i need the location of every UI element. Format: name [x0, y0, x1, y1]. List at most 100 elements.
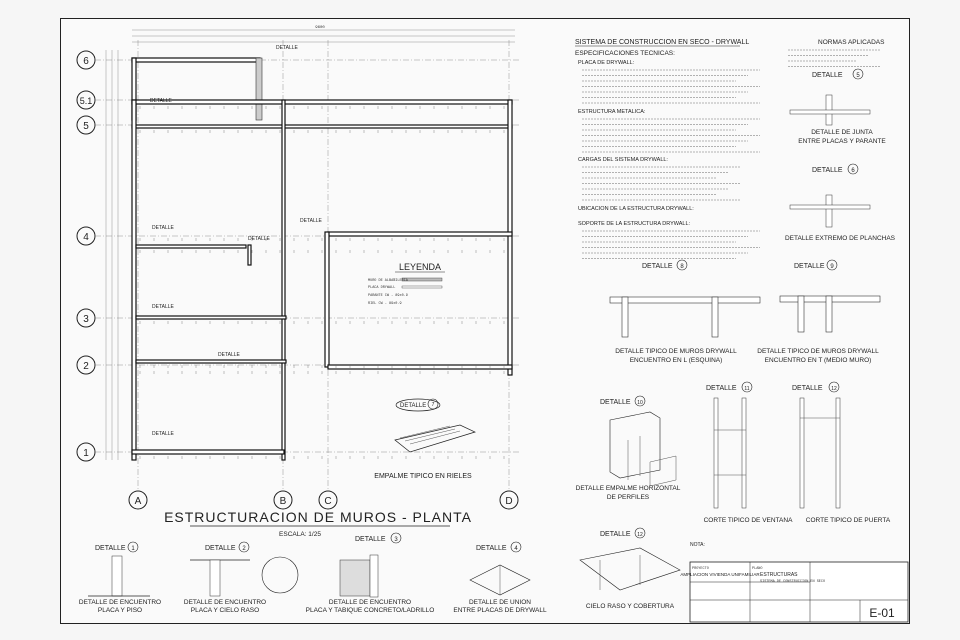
svg-text:DETALLE: DETALLE [792, 385, 823, 392]
svg-text:PLANO: PLANO [752, 567, 763, 571]
svg-text:DETALLE EXTREMO DE PLANCHAS: DETALLE EXTREMO DE PLANCHAS [785, 235, 896, 242]
svg-text:LEYENDA: LEYENDA [399, 262, 441, 272]
svg-text:DETALLE: DETALLE [642, 263, 673, 270]
detail-5: DETALLE 5 DETALLE DE JUNTA ENTRE PLACAS … [789, 68, 886, 145]
svg-text:PLACA DRYWALL: PLACA DRYWALL [368, 286, 395, 290]
detail-10: DETALLE 10 DETALLE EMPALME HORIZONTAL DE… [576, 395, 681, 501]
svg-text:ESTRUCTURAS: ESTRUCTURAS [760, 572, 798, 578]
detail-6: DETALLE 6 DETALLE EXTREMO DE PLANCHAS [785, 163, 896, 242]
svg-text:PLACA Y CIELO RASO: PLACA Y CIELO RASO [191, 607, 259, 614]
svg-text:3: 3 [394, 537, 398, 543]
svg-text:1: 1 [131, 546, 135, 552]
svg-text:DETALLE: DETALLE [812, 167, 843, 174]
svg-text:DETALLE: DETALLE [600, 531, 631, 538]
svg-text:A: A [135, 496, 142, 507]
detail-8: DETALLE 8 DETALLE TIPICO DE MUROS DRYWAL… [609, 259, 761, 364]
svg-text:DETALLE DE ENCUENTRO: DETALLE DE ENCUENTRO [79, 599, 161, 606]
left-dimensions [105, 50, 119, 460]
plan-detail-tags: DETALLE DETALLE DETALLE DETALLE DETALLE … [150, 45, 323, 437]
svg-text:6: 6 [851, 168, 855, 174]
svg-text:PROYECTO: PROYECTO [692, 567, 709, 571]
plan-title: ESTRUCTURACION DE MUROS - PLANTA [164, 509, 472, 525]
plan-scale: ESCALA: 1/25 [279, 531, 321, 538]
detail-1: DETALLE 1 DETALLE DE ENCUENTRO PLACA Y P… [79, 541, 161, 614]
svg-text:DETALLE: DETALLE [794, 263, 825, 270]
svg-text:2: 2 [242, 546, 246, 552]
svg-text:DETALLE: DETALLE [300, 218, 323, 224]
svg-text:CARGAS DEL SISTEMA DRYWALL:: CARGAS DEL SISTEMA DRYWALL: [578, 157, 668, 163]
svg-text:7: 7 [432, 402, 435, 408]
top-dimensions: 9600 [132, 26, 515, 43]
specs-block: SISTEMA DE CONSTRUCCION EN SECO - DRYWAL… [575, 39, 885, 259]
svg-text:10: 10 [637, 400, 643, 406]
svg-text:DETALLE DE ENCUENTRO: DETALLE DE ENCUENTRO [329, 599, 411, 606]
svg-text:DETALLE: DETALLE [152, 431, 175, 437]
svg-text:NOTA:: NOTA: [690, 542, 705, 548]
svg-text:DETALLE: DETALLE [248, 236, 271, 242]
sheet-number: E-01 [869, 606, 895, 620]
svg-text:DETALLE DE UNION: DETALLE DE UNION [469, 599, 531, 606]
svg-text:DETALLE: DETALLE [400, 403, 426, 409]
detail-12: DETALLE 12 CORTE TIPICO DE PUERTA [792, 381, 891, 524]
svg-text:DE PERFILES: DE PERFILES [607, 494, 650, 501]
svg-text:DETALLE: DETALLE [205, 545, 236, 552]
svg-text:NORMAS APLICADAS: NORMAS APLICADAS [818, 39, 885, 46]
svg-text:5: 5 [856, 73, 860, 79]
svg-text:DETALLE: DETALLE [152, 225, 175, 231]
svg-text:ESPECIFICACIONES TECNICAS:: ESPECIFICACIONES TECNICAS: [575, 50, 675, 57]
svg-text:ENTRE PLACAS Y PARANTE: ENTRE PLACAS Y PARANTE [798, 138, 886, 145]
svg-text:5: 5 [83, 121, 89, 132]
plan-walls [131, 57, 513, 461]
svg-text:6: 6 [83, 56, 89, 67]
svg-text:DETALLE: DETALLE [355, 536, 386, 543]
svg-text:C: C [324, 496, 331, 507]
svg-text:9: 9 [830, 264, 834, 270]
svg-text:ESTRUCTURA METALICA:: ESTRUCTURA METALICA: [578, 109, 646, 115]
svg-text:SISTEMA DE CONSTRUCCION EN SEC: SISTEMA DE CONSTRUCCION EN SECO - DRYWAL… [575, 39, 749, 46]
svg-text:12: 12 [637, 532, 643, 538]
svg-text:PLACA DE DRYWALL:: PLACA DE DRYWALL: [578, 60, 635, 66]
svg-text:B: B [280, 496, 287, 507]
svg-text:D: D [505, 496, 512, 507]
svg-text:3: 3 [83, 314, 89, 325]
svg-text:CORTE TIPICO DE PUERTA: CORTE TIPICO DE PUERTA [806, 517, 891, 524]
svg-text:EMPALME TIPICO EN RIELES: EMPALME TIPICO EN RIELES [374, 473, 472, 480]
svg-text:5.1: 5.1 [80, 96, 93, 106]
svg-text:UBICACION DE LA ESTRUCTURA DRY: UBICACION DE LA ESTRUCTURA DRYWALL: [578, 206, 694, 212]
detail-9: DETALLE 9 DETALLE TIPICO DE MUROS DRYWAL… [757, 259, 881, 364]
svg-text:SOPORTE DE LA ESTRUCTURA DRYWA: SOPORTE DE LA ESTRUCTURA DRYWALL: [578, 221, 691, 227]
title-block: NOTA: PROYECTO AMPLIACION VIVIENDA UNIFA… [680, 542, 909, 623]
svg-text:PLACA Y PISO: PLACA Y PISO [98, 607, 142, 614]
svg-text:ENCUENTRO EN T (MEDIO MURO): ENCUENTRO EN T (MEDIO MURO) [765, 357, 872, 364]
svg-text:12: 12 [831, 386, 837, 392]
svg-text:11: 11 [744, 386, 749, 392]
plan-view: 6 5.1 5 4 3 2 1 A B C D 9600 [76, 26, 520, 538]
stud-ticks [139, 106, 505, 459]
svg-text:8: 8 [680, 264, 684, 270]
svg-text:4: 4 [83, 232, 89, 243]
svg-text:DETALLE: DETALLE [218, 352, 241, 358]
svg-text:DETALLE DE JUNTA: DETALLE DE JUNTA [811, 129, 873, 136]
detail-3: DETALLE 3 DETALLE DE ENCUENTRO PLACA Y T… [306, 532, 434, 614]
grid-row-bubbles: 6 5.1 5 4 3 2 1 [76, 50, 520, 462]
grid-col-A: A [128, 40, 148, 510]
svg-text:CORTE TIPICO DE VENTANA: CORTE TIPICO DE VENTANA [704, 517, 794, 524]
sheet-frame [60, 18, 910, 624]
svg-text:PARANTE CW - 89x0.9: PARANTE CW - 89x0.9 [368, 294, 408, 298]
svg-text:ENTRE PLACAS DE DRYWALL: ENTRE PLACAS DE DRYWALL [453, 607, 547, 614]
svg-text:DETALLE: DETALLE [150, 98, 173, 104]
svg-text:DETALLE: DETALLE [276, 45, 299, 51]
detail-2: DETALLE 2 DETALLE DE ENCUENTRO PLACA Y C… [184, 541, 299, 614]
detail-4: DETALLE 4 DETALLE DE UNION ENTRE PLACAS … [453, 541, 547, 614]
svg-text:DETALLE TIPICO DE MUROS DRYWAL: DETALLE TIPICO DE MUROS DRYWALL [757, 348, 879, 355]
svg-text:DETALLE: DETALLE [706, 385, 737, 392]
svg-text:DETALLE DE ENCUENTRO: DETALLE DE ENCUENTRO [184, 599, 266, 606]
svg-text:DETALLE: DETALLE [476, 545, 507, 552]
svg-text:SISTEMA DE CONSTRUCCION EN SEC: SISTEMA DE CONSTRUCCION EN SECO [760, 580, 825, 584]
svg-text:MURO DE ALBAÑILERIA: MURO DE ALBAÑILERIA [368, 278, 409, 283]
svg-text:DETALLE: DETALLE [95, 545, 126, 552]
svg-text:CIELO RASO Y COBERTURA: CIELO RASO Y COBERTURA [586, 603, 675, 610]
svg-text:9600: 9600 [315, 26, 325, 30]
svg-text:DETALLE: DETALLE [600, 399, 631, 406]
